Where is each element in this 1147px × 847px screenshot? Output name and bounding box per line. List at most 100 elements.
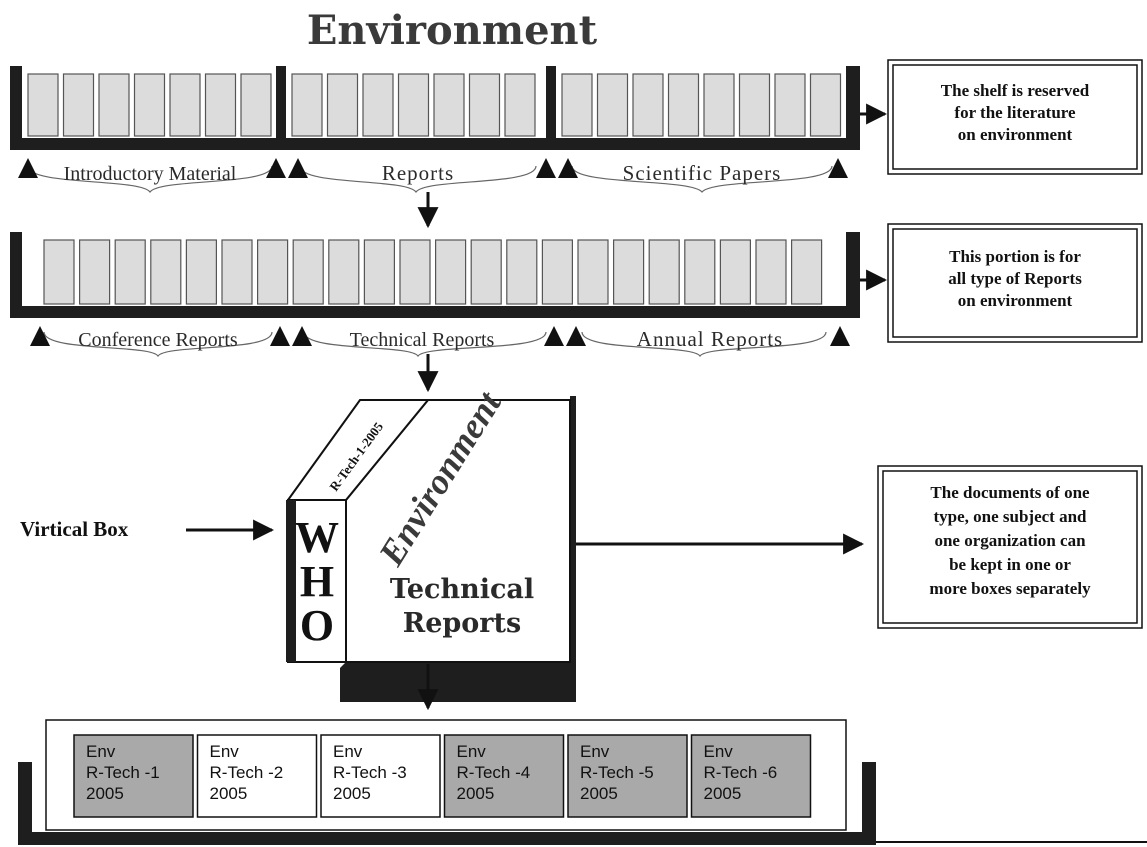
document-file-label: R-Tech -6	[704, 763, 778, 782]
document-file-label: Env	[333, 742, 363, 761]
marker-arrow	[558, 158, 578, 178]
brace-reports	[299, 165, 537, 194]
section-technical-reports: Technical Reports	[350, 329, 495, 351]
document-file-label: 2005	[580, 784, 618, 803]
book-spine	[506, 239, 538, 305]
vertical-box-label: Virtical Box	[20, 517, 129, 541]
environment-shelf	[10, 66, 888, 150]
book-spine	[435, 239, 467, 305]
book-spine	[577, 239, 609, 305]
book-spine	[133, 73, 166, 137]
brace-introductory	[27, 165, 273, 194]
book-spine	[363, 239, 395, 305]
shelf2-note-box: This portion is for all type of Reports …	[887, 223, 1143, 343]
document-file-frame	[73, 734, 194, 818]
book-spine	[150, 239, 182, 305]
section-introductory-material: Introductory Material	[64, 163, 237, 185]
box-note-line: more boxes separately	[929, 579, 1091, 598]
shelf2-section-labels: Conference Reports Technical Reports Ann…	[30, 326, 850, 358]
marker-arrow	[266, 158, 286, 178]
book-spine	[468, 73, 501, 137]
document-file-label: 2005	[704, 784, 742, 803]
box-type-line: Technical	[390, 574, 534, 605]
box-shadow-bottom	[340, 662, 576, 702]
box-note-line: The documents of one	[930, 483, 1090, 502]
document-file-frame	[567, 734, 688, 818]
box-note-box: The documents of one type, one subject a…	[877, 465, 1143, 629]
box-note-line: be kept in one or	[949, 555, 1071, 574]
document-file-label: 2005	[457, 784, 495, 803]
shelf1-note-line: for the literature	[954, 103, 1076, 122]
shelf1-divider-2	[546, 66, 556, 146]
book-spine	[257, 239, 289, 305]
book-spine	[78, 239, 111, 305]
shelf2-books	[43, 239, 823, 305]
shelf1-note-box: The shelf is reserved for the literature…	[887, 59, 1143, 175]
book-spine	[561, 73, 593, 137]
shelf1-section-labels: Introductory Material Reports Scientific…	[18, 158, 848, 194]
book-spine	[433, 73, 465, 137]
shelf2-note-line: on environment	[958, 291, 1073, 310]
book-spine	[703, 73, 735, 137]
shelf1-right-post	[846, 66, 860, 146]
document-file-label: R-Tech -1	[86, 763, 160, 782]
document-file-frame	[443, 734, 565, 818]
box-org-letter: H	[300, 557, 334, 606]
book-spine	[719, 239, 752, 305]
shelf2-base	[10, 306, 860, 318]
marker-arrow	[288, 158, 308, 178]
shelf1-base	[10, 138, 860, 150]
box-org-letter: W	[295, 513, 339, 562]
book-spine	[790, 239, 823, 305]
document-file-label: Env	[704, 742, 734, 761]
book-spine	[98, 73, 130, 137]
brace-annual	[581, 331, 827, 358]
document-file-label: 2005	[86, 784, 124, 803]
book-spine	[596, 73, 629, 137]
box-note-line: one organization can	[934, 531, 1086, 550]
box-org-letter: O	[300, 601, 334, 650]
book-spine	[774, 73, 806, 137]
book-spine	[470, 239, 502, 305]
marker-arrow	[536, 158, 556, 178]
box-back-edge	[570, 396, 576, 696]
book-spine	[62, 73, 95, 137]
box-note-line: type, one subject and	[933, 507, 1087, 526]
section-annual-reports: Annual Reports	[637, 327, 783, 351]
book-spine	[809, 73, 842, 137]
book-spine	[399, 239, 431, 305]
book-spine	[27, 73, 59, 137]
book-spine	[221, 239, 253, 305]
marker-arrow	[566, 326, 586, 346]
book-spine	[185, 239, 217, 305]
book-spine	[738, 73, 771, 137]
book-spine	[291, 73, 323, 137]
document-file-label: R-Tech -3	[333, 763, 407, 782]
doc-shelf-left-post	[18, 762, 32, 842]
marker-arrow	[270, 326, 290, 346]
book-spine	[362, 73, 394, 137]
vertical-box: R-Tech-1-2005 Environment W H O Technica…	[286, 384, 576, 702]
book-spine	[632, 73, 664, 137]
book-spine	[240, 73, 272, 137]
marker-arrow	[544, 326, 564, 346]
book-spine	[504, 73, 536, 137]
marker-arrow	[18, 158, 38, 178]
book-spine	[169, 73, 201, 137]
section-scientific-papers: Scientific Papers	[623, 161, 782, 185]
document-file-label: Env	[210, 742, 240, 761]
book-spine	[684, 239, 716, 305]
doc-shelf-base	[18, 832, 876, 845]
shelf1-note-line: on environment	[958, 125, 1073, 144]
book-spine	[755, 239, 787, 305]
marker-arrow	[830, 326, 850, 346]
shelf2-note-line: This portion is for	[949, 247, 1081, 266]
box-spine-shadow	[286, 500, 296, 662]
book-spine	[328, 239, 360, 305]
